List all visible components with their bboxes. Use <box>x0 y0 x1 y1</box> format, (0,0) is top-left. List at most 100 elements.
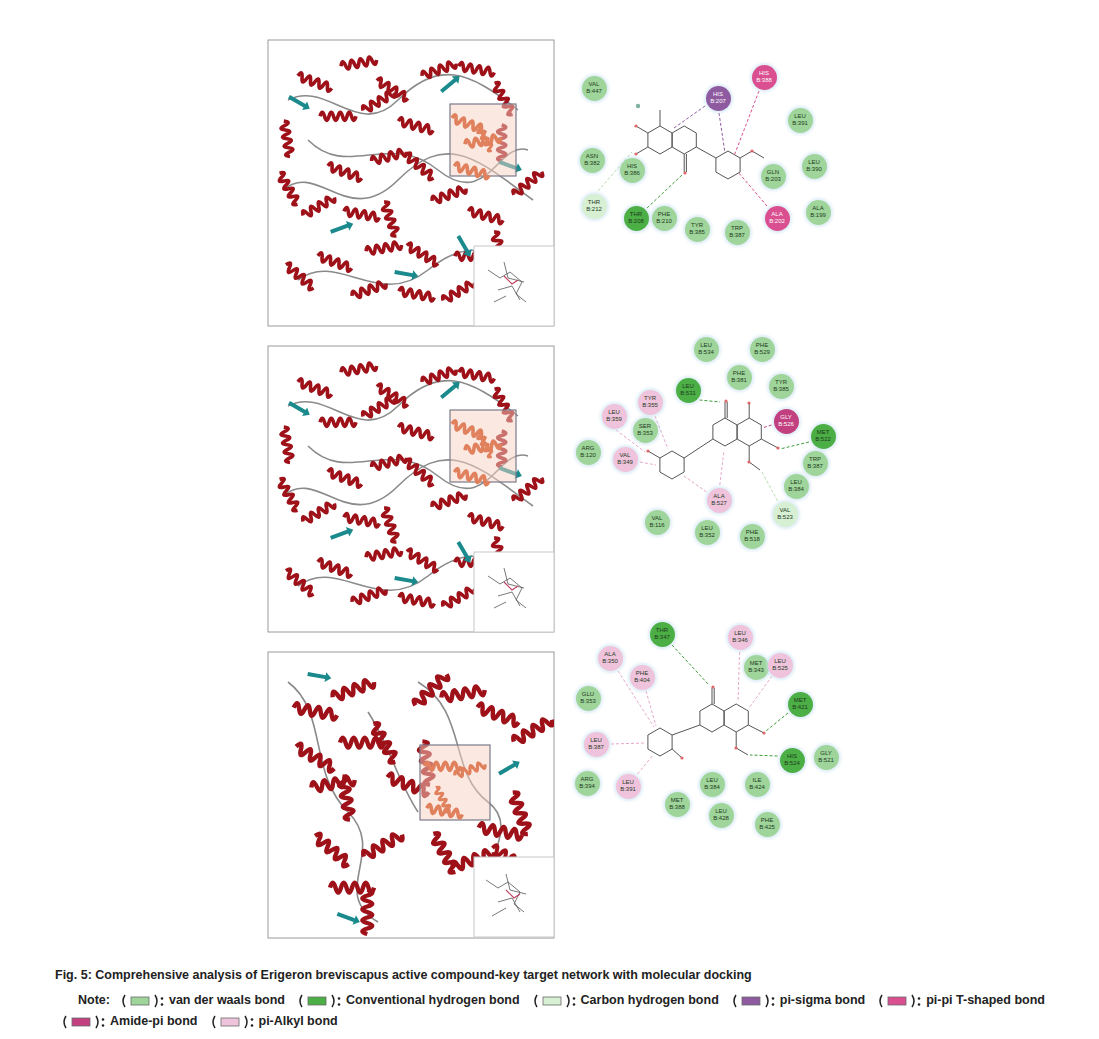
residue-label: ARG B:120 <box>578 445 598 458</box>
residue-circle: MET B:343 <box>744 655 769 680</box>
residue-label: TRP B:387 <box>727 225 747 238</box>
residue-label: MET B:343 <box>746 660 766 673</box>
residue-circle: LEU B:428 <box>709 803 734 828</box>
legend-text: pi-Alkyl bond <box>259 1014 338 1028</box>
residue-circle: MET B:421 <box>788 692 813 717</box>
residue-circle: TYR B:355 <box>638 390 663 415</box>
legend-swatch <box>297 994 343 1008</box>
residue-label: MET B:421 <box>790 697 810 710</box>
residue-circle: LEU B:525 <box>768 653 793 678</box>
residue-label: PHE B:404 <box>632 670 652 683</box>
residue-label: LEU B:390 <box>804 159 824 172</box>
residue-label: VAL B:349 <box>615 452 635 465</box>
residue-circle: LEU B:346 <box>728 625 753 650</box>
residue-label: PHE B:210 <box>654 211 674 224</box>
residue-label: GLU B:353 <box>578 691 598 704</box>
residue-label: LEU B:428 <box>711 808 731 821</box>
residue-label: ALA B:527 <box>709 493 729 506</box>
residue-circle: LEU B:359 <box>602 404 627 429</box>
residue-circle: TRP B:387 <box>803 451 828 476</box>
residue-circle: TYR B:385 <box>769 374 794 399</box>
residue-circle: ALA B:202 <box>765 206 790 231</box>
residue-label: LEU B:352 <box>697 525 717 538</box>
residue-circle: GLU B:353 <box>576 686 601 711</box>
residue-label: TYR B:385 <box>687 222 707 235</box>
residue-label: THR B:212 <box>584 199 604 212</box>
residue-label: HIS B:388 <box>754 70 774 83</box>
residue-circle: THR B:347 <box>650 622 675 647</box>
residue-circle: LEU B:384 <box>700 772 725 797</box>
residue-label: LEU B:346 <box>730 630 750 643</box>
residue-circle: SER B:353 <box>633 418 658 443</box>
residue-label: PHE B:425 <box>757 817 777 830</box>
residue-circle: HIS B:386 <box>620 158 645 183</box>
legend-swatch <box>120 994 166 1008</box>
legend-text: pi-sigma bond <box>780 993 865 1007</box>
legend-text: Amide-pi bond <box>110 1014 198 1028</box>
residue-label: ALA B:199 <box>808 205 828 218</box>
residue-label: LEU B:525 <box>770 658 790 671</box>
residue-label: THR B:347 <box>652 627 672 640</box>
residue-circle: TYR B:385 <box>685 217 710 242</box>
residue-circle: MET B:388 <box>665 792 690 817</box>
residue-circle: PHE B:381 <box>727 365 752 390</box>
residue-label: PHE B:518 <box>742 529 762 542</box>
residue-circle: THR B:208 <box>624 206 649 231</box>
residue-circle: HIS B:524 <box>780 748 805 773</box>
residue-circle: HIS B:388 <box>752 65 777 90</box>
residue-circle: ALA B:350 <box>598 646 623 671</box>
residue-circle: HIS B:207 <box>706 86 731 111</box>
legend-swatch <box>877 994 923 1008</box>
residue-label: VAL B:523 <box>775 507 795 520</box>
legend: Note:van der waals bondConventional hydr… <box>55 990 1055 1032</box>
residue-circle: LEU B:531 <box>676 378 701 403</box>
residue-label: ILE B:424 <box>747 777 767 790</box>
residue-label: HIS B:524 <box>782 753 802 766</box>
residue-label: ALA B:350 <box>600 651 620 664</box>
residue-label: TRP B:387 <box>805 456 825 469</box>
residue-circle: GLY B:521 <box>814 745 839 770</box>
legend-swatch <box>731 994 777 1008</box>
residue-circle: LEU B:387 <box>584 732 609 757</box>
residue-label: LEU B:384 <box>786 479 806 492</box>
residue-circle: LEU B:534 <box>694 337 719 362</box>
residue-label: LEU B:534 <box>696 342 716 355</box>
residue-circle: TRP B:387 <box>725 220 750 245</box>
residue-label: LEU B:531 <box>678 383 698 396</box>
residue-circle: LEU B:384 <box>784 474 809 499</box>
residue-circle: THR B:212 <box>582 194 607 219</box>
residue-circle: PHE B:425 <box>755 812 780 837</box>
legend-text: pi-pi T-shaped bond <box>926 993 1045 1007</box>
residue-label: SER B:353 <box>635 423 655 436</box>
note-label: Note: <box>78 993 110 1007</box>
residue-circle: PHE B:210 <box>652 206 677 231</box>
residue-label: LEU B:384 <box>702 777 722 790</box>
residue-label: ARG B:394 <box>577 776 597 789</box>
residue-label: GLY B:526 <box>776 414 796 427</box>
residue-circle: VAL B:349 <box>613 447 638 472</box>
residue-label: GLN B:203 <box>763 169 783 182</box>
legend-text: van der waals bond <box>169 993 285 1007</box>
residue-circle: PHE B:404 <box>630 665 655 690</box>
residue-circle: VAL B:523 <box>773 502 798 527</box>
residue-circle: ASN B:382 <box>580 148 605 173</box>
residue-circle: ALA B:527 <box>707 488 732 513</box>
legend-swatch <box>61 1015 107 1029</box>
residue-label: VAL B:116 <box>647 515 667 528</box>
legend-text: Carbon hydrogen bond <box>581 993 719 1007</box>
residue-label: PHE B:529 <box>752 342 772 355</box>
residue-circle: LEU B:391 <box>788 108 813 133</box>
residue-circle: GLY B:526 <box>774 409 799 434</box>
legend-swatch <box>532 994 578 1008</box>
residue-label: TYR B:355 <box>640 395 660 408</box>
residue-label: VAL B:447 <box>584 81 604 94</box>
residue-label: ASN B:382 <box>582 153 602 166</box>
legend-swatch <box>210 1015 256 1029</box>
residue-circle: VAL B:447 <box>582 76 607 101</box>
residue-label: MET B:522 <box>813 429 833 442</box>
residue-circle: ARG B:394 <box>575 771 600 796</box>
residue-label: LEU B:359 <box>604 409 624 422</box>
residue-circle: ALA B:199 <box>806 200 831 225</box>
residue-circle: PHE B:529 <box>750 337 775 362</box>
